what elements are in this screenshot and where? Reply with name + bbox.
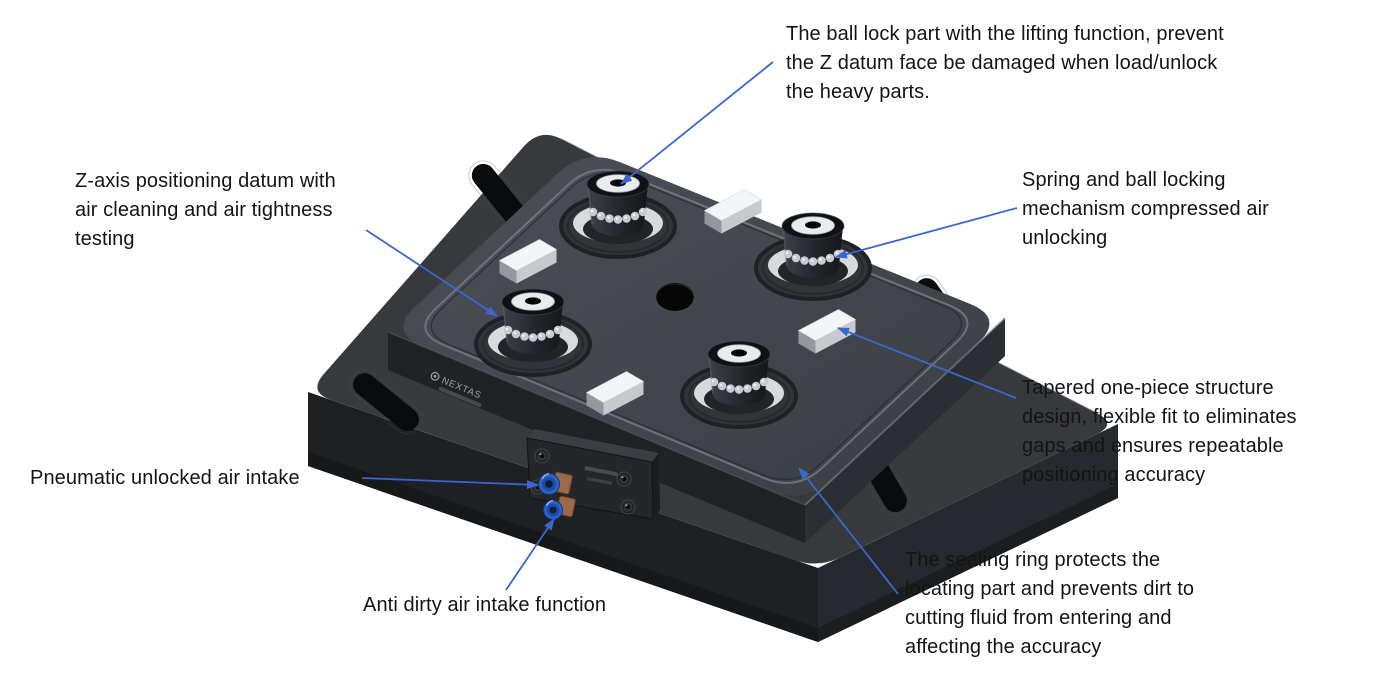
leader-z-axis-datum (365, 229, 498, 317)
model-text-illegible (438, 386, 482, 407)
screw (620, 499, 636, 515)
sealing-ring-groove (424, 168, 969, 484)
annotation-spring-ball-unlock: Spring and ball locking mechanism compre… (1022, 169, 1269, 249)
leader-lines (361, 61, 1018, 595)
annotation-anti-dirty-intake: Anti dirty air intake function (363, 594, 607, 616)
leader-sealing-ring (798, 467, 899, 595)
pallet-top-face (403, 157, 990, 496)
leader-anti-dirty-intake (505, 518, 555, 591)
pneumatic-manifold (526, 429, 660, 520)
center-hole (655, 283, 695, 313)
annotation-z-axis-datum: Z-axis positioning datum with air cleani… (75, 170, 336, 250)
leader-pneumatic-intake (361, 477, 539, 490)
annotation-tapered-structure: Tapered one-piece structure design, flex… (1022, 377, 1297, 486)
pallet-plate: NEXTAS (387, 157, 1006, 543)
screw (534, 448, 550, 464)
annotation-pneumatic-intake: Pneumatic unlocked air intake (30, 467, 300, 489)
air-fitting-anti-dirt (543, 495, 576, 520)
leader-spring-ball-unlock (835, 207, 1018, 259)
engraved-text-illegible (586, 477, 613, 485)
annotation-sealing-ring: The sealing ring protects the locating p… (905, 549, 1195, 658)
air-fitting-unlock (538, 471, 573, 495)
base-front-left-face (308, 392, 818, 642)
brand-logo-icon (430, 371, 440, 381)
leader-ball-lock (620, 61, 774, 185)
screw (616, 471, 632, 487)
leader-tapered-structure (837, 327, 1017, 399)
pallet-front-left-face (388, 332, 805, 543)
annotation-ball-lock: The ball lock part with the lifting func… (786, 23, 1224, 103)
engraved-text-illegible (584, 466, 619, 477)
mounting-slot (349, 369, 423, 435)
